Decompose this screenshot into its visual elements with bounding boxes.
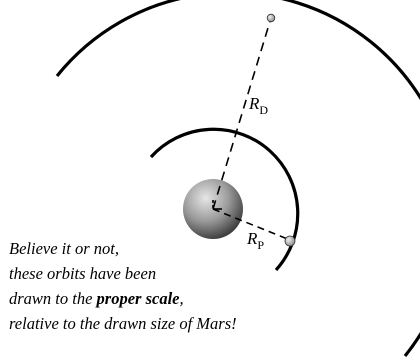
phobos-radius-label: RP [246, 229, 264, 252]
phobos-moon [284, 235, 296, 247]
phobos-radius-line [212, 208, 291, 241]
phobos-orbit-arc [149, 127, 300, 272]
deimos-radius-line [212, 17, 272, 210]
caption-line-3: drawn to the proper scale, [9, 289, 184, 308]
deimos-radius-label: RD [248, 94, 268, 117]
deimos-orbit-arc [55, 0, 420, 358]
caption: Believe it or not, these orbits have bee… [9, 239, 237, 333]
deimos-moon [266, 13, 276, 23]
caption-line-4: relative to the drawn size of Mars! [9, 314, 237, 333]
caption-line-1: Believe it or not, [9, 239, 119, 258]
caption-line-2: these orbits have been [9, 264, 156, 283]
